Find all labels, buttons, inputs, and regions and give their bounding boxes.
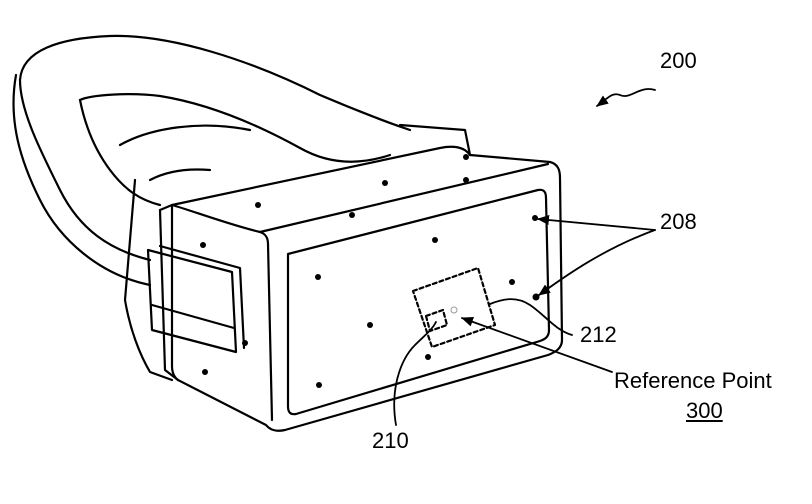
- leader-lines: [393, 88, 656, 426]
- label-208: 208: [660, 209, 697, 234]
- reference-point-label: Reference Point: [614, 368, 772, 393]
- housing: [158, 123, 564, 432]
- reference-point-number: 300: [686, 398, 723, 423]
- label-212: 212: [580, 322, 617, 347]
- region-212: [411, 266, 497, 349]
- strap-buckle: [146, 244, 246, 354]
- sensor-210: [424, 308, 449, 333]
- label-210: 210: [372, 428, 409, 453]
- front-panel: [286, 188, 551, 416]
- head-strap: [12, 34, 412, 382]
- reference-point-marker: [450, 306, 458, 314]
- locator-dots: [200, 154, 540, 388]
- label-200: 200: [660, 48, 697, 73]
